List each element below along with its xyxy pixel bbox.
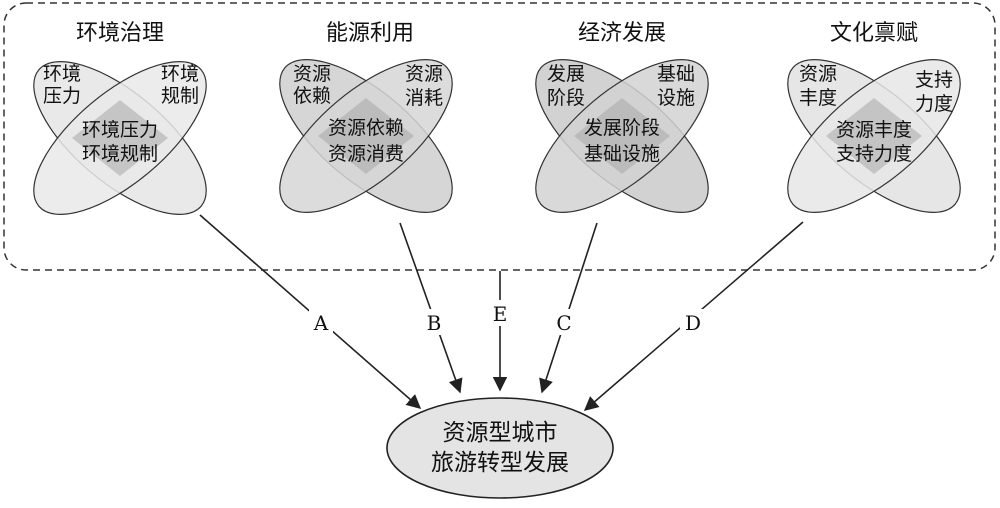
edge-label-b: B <box>422 309 446 335</box>
overlap-environment <box>72 100 168 176</box>
edge-label-a-text: A <box>313 311 329 335</box>
arrow-b <box>399 222 463 394</box>
economy-left-line1: 发展 <box>547 63 585 85</box>
environment-right-line2: 规制 <box>161 85 199 107</box>
energy-right-line1: 资源 <box>405 63 443 85</box>
factor-group-culture: 文化禀赋 资源 丰度 支持 力度 资源丰度 支持力度 <box>787 21 961 213</box>
environment-center-line2: 环境规制 <box>82 143 158 165</box>
edge-label-d-text: D <box>685 311 701 335</box>
arrow-c <box>539 222 598 394</box>
edge-label-e: E <box>488 300 512 326</box>
edge-label-c-text: C <box>556 311 571 335</box>
group-title-energy: 能源利用 <box>326 21 414 46</box>
group-title-economy: 经济发展 <box>578 21 666 46</box>
culture-left-line2: 丰度 <box>799 87 837 109</box>
factor-group-environment: 环境治理 环境 压力 环境 规制 环境压力 环境规制 <box>33 21 207 215</box>
edge-label-d: D <box>680 309 706 335</box>
energy-center-line1: 资源依赖 <box>328 117 404 139</box>
culture-left-line1: 资源 <box>799 63 837 85</box>
edge-label-a: A <box>309 309 333 335</box>
energy-center-line2: 资源消费 <box>328 143 404 165</box>
economy-center-line2: 基础设施 <box>584 143 660 165</box>
factor-group-energy: 能源利用 资源 依赖 资源 消耗 资源依赖 资源消费 <box>279 21 453 213</box>
culture-right-line2: 力度 <box>915 93 953 115</box>
target-node: 资源型城市 旅游转型发展 <box>386 397 614 499</box>
environment-left-line2: 压力 <box>43 85 81 107</box>
culture-center-line2: 支持力度 <box>836 143 912 165</box>
environment-left-line1: 环境 <box>43 63 81 85</box>
edge-label-b-text: B <box>427 311 442 335</box>
edge-label-e-text: E <box>493 302 508 326</box>
overlap-economy <box>574 98 670 174</box>
culture-right-line1: 支持 <box>915 69 953 91</box>
factors-dashed-frame <box>3 2 996 271</box>
economy-left-line2: 阶段 <box>547 87 585 109</box>
economy-center-line1: 发展阶段 <box>584 117 660 139</box>
group-title-environment: 环境治理 <box>76 21 164 46</box>
target-ellipse <box>386 397 614 499</box>
factor-group-economy: 经济发展 发展 阶段 基础 设施 发展阶段 基础设施 <box>535 21 709 213</box>
energy-left-line1: 资源 <box>293 63 331 85</box>
economy-right-line2: 设施 <box>657 87 695 109</box>
energy-left-line2: 依赖 <box>293 85 331 107</box>
target-line2: 旅游转型发展 <box>431 450 569 476</box>
culture-center-line1: 资源丰度 <box>836 119 912 141</box>
overlap-energy <box>318 98 414 174</box>
energy-right-line2: 消耗 <box>405 87 443 109</box>
target-line1: 资源型城市 <box>443 420 558 446</box>
group-title-culture: 文化禀赋 <box>830 21 918 46</box>
edge-label-c: C <box>552 309 576 335</box>
overlap-culture <box>826 98 922 174</box>
environment-center-line1: 环境压力 <box>82 119 158 141</box>
economy-right-line1: 基础 <box>657 63 695 85</box>
environment-right-line1: 环境 <box>161 63 199 85</box>
